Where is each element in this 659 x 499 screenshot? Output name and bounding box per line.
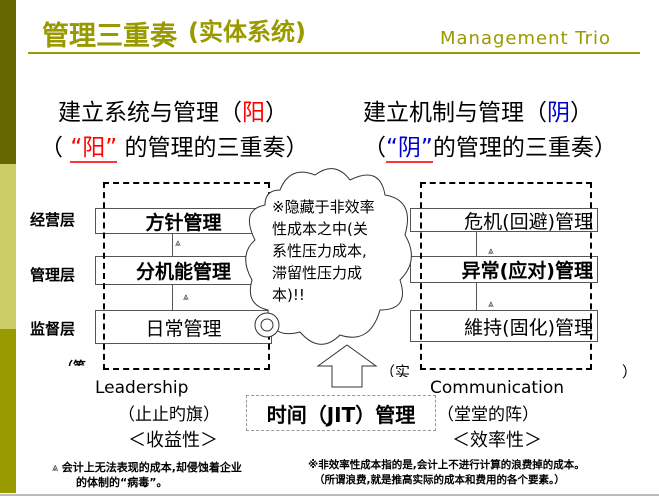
note-line: 会计上无法表现的成本,却侵蚀着企业 (61, 461, 242, 474)
page-subtitle: (实体系统) (188, 18, 306, 46)
mountain-icon: ⩓ (52, 461, 62, 474)
side-bar-dark (0, 0, 16, 164)
yin-char: 阴 (547, 100, 570, 126)
text: ） (570, 100, 593, 126)
bottom-rule (0, 494, 659, 496)
level-label: 管理层 (30, 266, 76, 284)
cloud-bubble (260, 318, 274, 332)
note-line: ※非效率性成本指的是,会计上不进行计算的浪费掉的成本。 (308, 459, 585, 471)
yang-quote: “阳” (70, 135, 118, 163)
communication-label: Communication (430, 378, 564, 398)
text: ） (265, 100, 288, 126)
leadership-chinese: （止止旳旗） (118, 405, 220, 425)
cloud-line: 性成本之中(关 (272, 220, 368, 238)
side-bar-mid (0, 329, 16, 493)
communication-chinese: （堂堂的阵） (437, 405, 539, 425)
profitability-label: ＜收益性＞ (128, 430, 218, 451)
mountain-icon: ⩓ (183, 292, 189, 303)
text: （ (40, 135, 71, 161)
yin-heading: 建立机制与管理（阴） (363, 93, 593, 127)
english-title: Management Trio (440, 28, 612, 49)
right-row: 危机(回避)管理 (410, 208, 598, 233)
title-rule (28, 52, 640, 54)
yin-group-box (420, 182, 592, 370)
mountain-icon: ⩓ (488, 246, 494, 257)
cloud-line: 本)!! (272, 286, 305, 304)
text: 的管理的三重奏） (432, 135, 617, 161)
cloud-line: 滞留性压力成 (272, 264, 363, 282)
yin-subheading: （“阴”的管理的三重奏） (363, 128, 617, 163)
yin-quote: “阴” (386, 135, 433, 163)
right-note: ※非效率性成本指的是,会计上不进行计算的浪费掉的成本。 （所谓浪费,就是推高实际… (308, 458, 585, 488)
left-row: 分机能管理 (95, 256, 272, 285)
leadership-label: Leadership (95, 378, 189, 398)
text: 的管理的三重奏） (117, 135, 309, 161)
yang-char: 阳 (242, 100, 265, 126)
cloud-shape (245, 168, 412, 345)
partial-text: （笔 (60, 356, 86, 366)
left-row: 方针管理 (95, 208, 272, 234)
text: 建立系统与管理（ (58, 100, 242, 126)
cloud-line: 系性压力成本, (272, 242, 367, 260)
text: 建立机制与管理（ (363, 100, 547, 126)
mountain-icon: ⩓ (488, 299, 494, 310)
efficiency-label: ＜效率性＞ (452, 430, 542, 451)
thought-cloud (245, 168, 412, 345)
partial-text: ） (622, 363, 638, 381)
right-row: 維持(固化)管理 (410, 310, 598, 342)
right-row: 异常(应对)管理 (410, 256, 598, 283)
mountain-icon: ⩓ (175, 238, 181, 249)
level-label: 监督层 (30, 320, 76, 338)
note-line: （所谓浪费,就是推高实际的成本和费用的各个要素。） (314, 474, 565, 486)
page-title: 管理三重奏 (42, 21, 177, 52)
yang-subheading: （ “阳” 的管理的三重奏） (40, 128, 309, 163)
jit-management-box: 时间（JIT）管理 (246, 395, 436, 431)
note-line: 的体制的“病毒”。 (76, 476, 168, 489)
text: （ (363, 135, 386, 161)
side-bar-light (0, 164, 16, 329)
level-label: 经营层 (30, 211, 76, 229)
cloud-line: ※隐藏于非效率 (272, 198, 375, 216)
cloud-text: ※隐藏于非效率 性成本之中(关 系性压力成本, 滞留性压力成 本)!! (272, 196, 375, 306)
partial-text: （实 (380, 363, 411, 377)
up-arrow-icon (316, 344, 378, 388)
left-note: ⩓ 会计上无法表现的成本,却侵蚀着企业 的体制的“病毒”。 (52, 460, 242, 490)
yang-heading: 建立系统与管理（阳） (58, 93, 288, 127)
